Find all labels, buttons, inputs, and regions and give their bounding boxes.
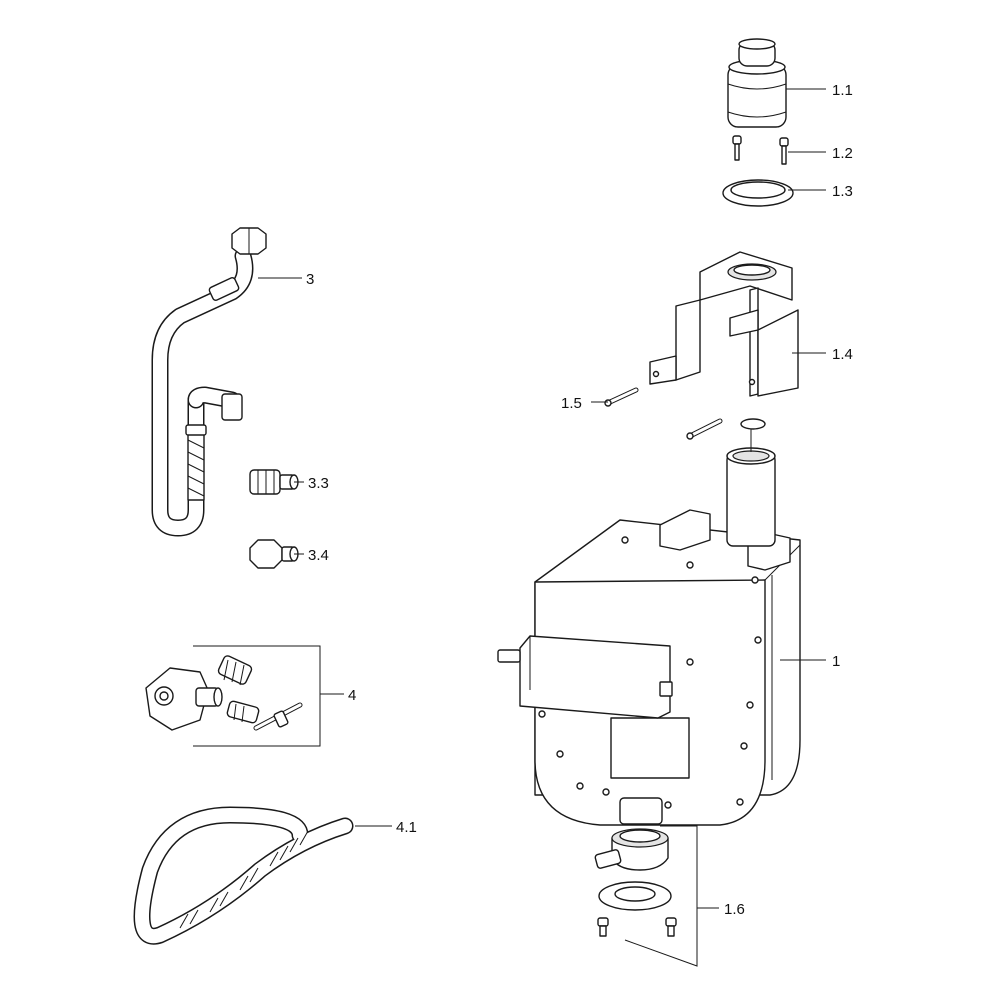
label-1-3: 1.3 bbox=[832, 183, 853, 200]
part-3-hose bbox=[151, 227, 267, 537]
label-3-4: 3.4 bbox=[308, 547, 329, 564]
part-1-housing bbox=[497, 418, 801, 826]
label-3: 3 bbox=[306, 271, 314, 288]
label-1-5: 1.5 bbox=[561, 395, 582, 412]
callout-labels: 1.1 1.2 1.3 3 1.4 1.5 3.3 3.4 1 4 4.1 1.… bbox=[306, 82, 853, 918]
label-1-6: 1.6 bbox=[724, 901, 745, 918]
label-1-4: 1.4 bbox=[832, 346, 853, 363]
part-1-6-outlet bbox=[594, 828, 677, 937]
label-3-3: 3.3 bbox=[308, 475, 329, 492]
part-1-5-screws bbox=[604, 387, 723, 440]
label-1: 1 bbox=[832, 653, 840, 670]
label-1-1: 1.1 bbox=[832, 82, 853, 99]
label-1-2: 1.2 bbox=[832, 145, 853, 162]
label-4: 4 bbox=[348, 687, 356, 704]
leader-lines bbox=[258, 88, 826, 967]
part-4-1-drain-hose bbox=[133, 806, 354, 945]
part-1-4-bracket bbox=[649, 251, 799, 397]
part-3-4-adapter bbox=[249, 539, 299, 569]
part-1-1-cap bbox=[727, 38, 787, 128]
part-1-2-screws bbox=[732, 135, 789, 165]
label-4-1: 4.1 bbox=[396, 819, 417, 836]
part-3-3-nipple bbox=[249, 469, 299, 495]
part-1-3-ring bbox=[722, 179, 794, 207]
part-4-valve-set bbox=[145, 645, 321, 747]
